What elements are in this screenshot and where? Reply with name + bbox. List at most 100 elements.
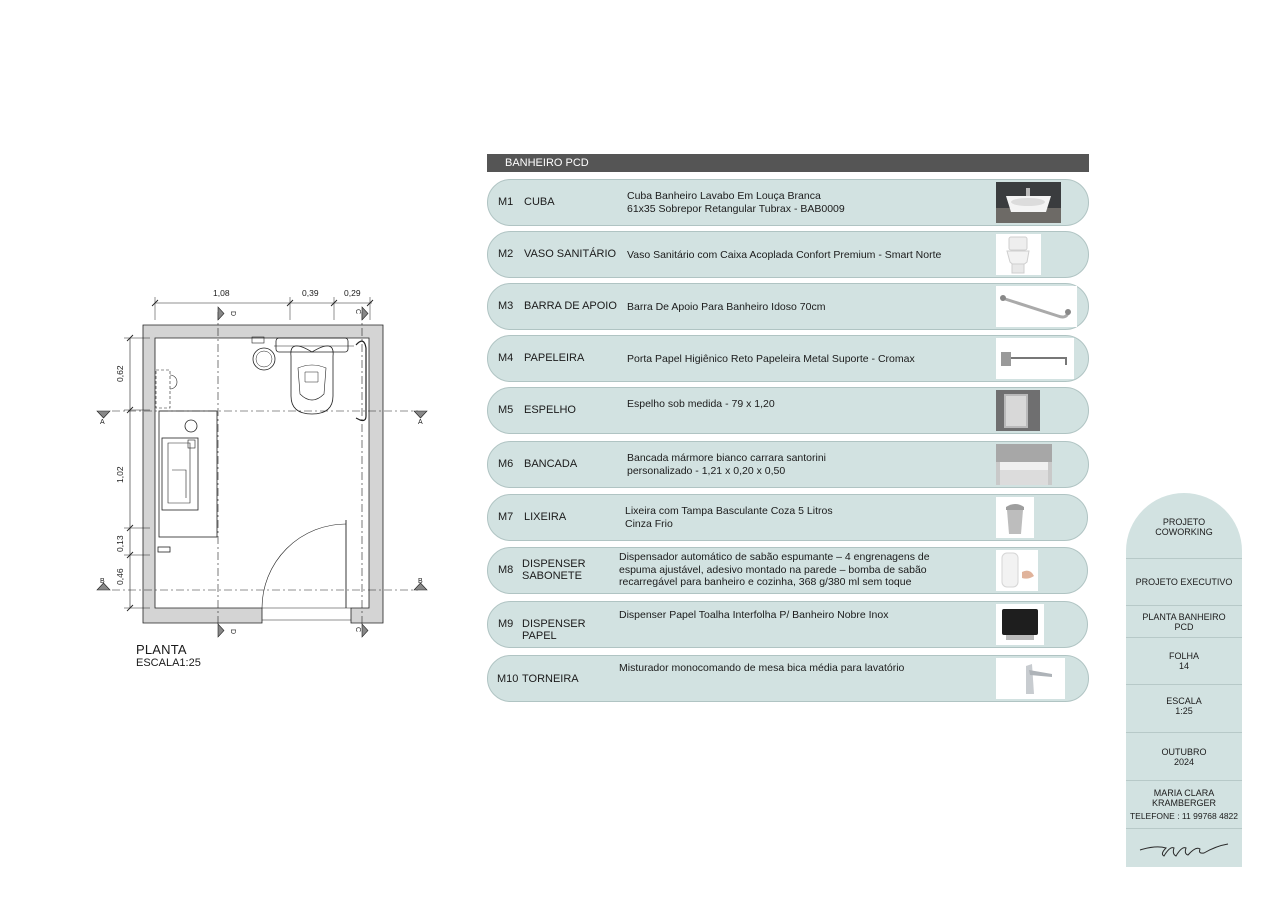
door-swing xyxy=(261,523,347,609)
sink-basin xyxy=(161,437,199,511)
dim-left-2: 1,02 xyxy=(115,466,125,483)
schedule-header: BANHEIRO PCD xyxy=(487,154,1089,172)
mirror-photo xyxy=(996,390,1040,431)
countertop-photo xyxy=(996,444,1052,485)
scale-value: 1:25 xyxy=(1175,706,1193,716)
item-desc-line: Espelho sob medida - 79 x 1,20 xyxy=(627,398,775,410)
item-desc-line: Lixeira com Tampa Basculante Coza 5 Litr… xyxy=(625,505,833,517)
item-desc-line: Vaso Sanitário com Caixa Acoplada Confor… xyxy=(627,249,942,261)
scale-label: ESCALA xyxy=(1166,696,1202,706)
paper-holder xyxy=(252,347,276,371)
toilet xyxy=(290,345,334,415)
project-name-line: PROJETO xyxy=(1162,517,1206,527)
item-desc-line: 61x35 Sobrepor Retangular Tubrax - BAB00… xyxy=(627,202,845,215)
schedule-row-m1: M1 CUBA Cuba Banheiro Lavabo Em Louça Br… xyxy=(487,179,1089,226)
sink-photo xyxy=(996,182,1061,223)
grab-bar xyxy=(355,340,367,422)
item-desc-line: personalizado - 1,21 x 0,20 x 0,50 xyxy=(627,464,786,477)
grab-bar-photo xyxy=(996,286,1077,327)
section-b-left: B xyxy=(100,578,105,585)
item-code: M6 xyxy=(498,458,514,470)
section-c-bottom: C xyxy=(354,627,361,632)
section-b-right: B xyxy=(418,578,423,585)
item-name: DISPENSER SABONETE xyxy=(522,558,586,582)
author-line: MARIA CLARA xyxy=(1153,788,1215,798)
item-code: M2 xyxy=(498,248,514,260)
item-desc-line: Cinza Frio xyxy=(625,517,673,530)
item-name: CUBA xyxy=(524,196,555,208)
schedule-row-m5: M5 ESPELHO Espelho sob medida - 79 x 1,2… xyxy=(487,387,1089,434)
item-desc-line: Dispensador automático de sabão espumant… xyxy=(619,551,930,563)
drawing-name-line: PCD xyxy=(1174,622,1194,632)
trash-bin xyxy=(184,419,198,433)
paper-holder-photo xyxy=(996,338,1074,379)
schedule-row-m2: M2 VASO SANITÁRIO Vaso Sanitário com Cai… xyxy=(487,231,1089,278)
item-name: DISPENSER PAPEL xyxy=(522,618,586,642)
schedule-row-m8: M8 DISPENSER SABONETE Dispensador automá… xyxy=(487,547,1088,594)
sheet-value: 14 xyxy=(1178,661,1189,671)
dim-left-3: 0,13 xyxy=(115,535,125,552)
date-month: OUTUBRO xyxy=(1161,747,1207,757)
section-d-top: D xyxy=(229,311,236,316)
schedule-row-m3: M3 BARRA DE APOIO Barra De Apoio Para Ba… xyxy=(487,283,1089,330)
schedule-row-m6: M6 BANCADA Bancada mármore bianco carrar… xyxy=(487,441,1089,488)
item-name: VASO SANITÁRIO xyxy=(524,248,617,260)
item-name: PAPELEIRA xyxy=(524,352,585,364)
project-name: PROJETO COWORKING xyxy=(1126,517,1242,537)
schedule-row-m10: M10 TORNEIRA Misturador monocomando de m… xyxy=(487,655,1089,702)
drawing-name: PLANTA BANHEIRO PCD xyxy=(1126,612,1242,632)
item-name-line: DISPENSER xyxy=(522,618,586,630)
item-desc-line: Misturador monocomando de mesa bica médi… xyxy=(619,662,905,674)
item-desc-line: espuma ajustável, adesivo montado na par… xyxy=(619,563,927,576)
toilet-photo xyxy=(996,234,1041,275)
drawing-scale: ESCALA 1:25 xyxy=(1126,696,1242,716)
item-desc-line: recarregável para banheiro e cozinha, 36… xyxy=(619,576,912,588)
item-code: M1 xyxy=(498,196,514,208)
section-d-bottom: D xyxy=(229,629,236,634)
dim-top-2: 0,39 xyxy=(302,288,319,298)
drawing-date: OUTUBRO 2024 xyxy=(1126,747,1242,767)
towel-dispenser-photo xyxy=(996,604,1044,645)
dim-top-3: 0,29 xyxy=(344,288,361,298)
author-phone: TELEFONE : 11 99768 4822 xyxy=(1129,811,1239,821)
item-desc-line: Barra De Apoio Para Banheiro Idoso 70cm xyxy=(627,301,826,313)
title-block: PROJETO COWORKING PROJETO EXECUTIVO PLAN… xyxy=(1126,493,1242,867)
item-code: M4 xyxy=(498,352,514,364)
date-year: 2024 xyxy=(1173,757,1195,767)
wall-shell xyxy=(142,324,384,624)
dim-left-4: 0,46 xyxy=(115,568,125,585)
dim-left-1: 0,62 xyxy=(115,365,125,382)
trash-bin-photo xyxy=(996,497,1034,538)
item-name: TORNEIRA xyxy=(522,673,579,685)
item-desc-line: Cuba Banheiro Lavabo Em Louça Branca xyxy=(627,190,821,202)
section-a-left: A xyxy=(100,419,105,426)
item-name: BARRA DE APOIO xyxy=(524,300,617,312)
item-name-line: DISPENSER xyxy=(522,558,586,570)
item-name: BANCADA xyxy=(524,458,578,470)
item-code: M9 xyxy=(498,618,514,630)
item-code: M7 xyxy=(498,511,514,523)
dim-top-1: 1,08 xyxy=(213,288,230,298)
item-name-line: SABONETE xyxy=(522,570,582,582)
section-c-top: C xyxy=(354,309,361,314)
soap-dispenser-photo xyxy=(996,550,1038,591)
item-name-line: PAPEL xyxy=(522,630,557,642)
faucet-photo xyxy=(996,658,1065,699)
project-phase: PROJETO EXECUTIVO xyxy=(1135,577,1233,587)
item-name: ESPELHO xyxy=(524,404,576,416)
schedule-row-m7: M7 LIXEIRA Lixeira com Tampa Basculante … xyxy=(487,494,1088,541)
item-desc-line: Dispenser Papel Toalha Interfolha P/ Ban… xyxy=(619,609,889,621)
author-line: KRAMBERGER xyxy=(1151,798,1216,808)
signature-icon xyxy=(1139,843,1229,857)
plan-title: PLANTA xyxy=(136,642,187,657)
item-desc-line: Bancada mármore bianco carrara santorini xyxy=(627,452,827,464)
item-code: M10 xyxy=(497,673,519,685)
section-a-right: A xyxy=(418,419,423,426)
project-name-line: COWORKING xyxy=(1155,527,1213,537)
drawing-name-line: PLANTA BANHEIRO xyxy=(1142,612,1226,622)
plan-scale: ESCALA1:25 xyxy=(136,657,201,669)
sheet-label: FOLHA xyxy=(1168,651,1199,661)
item-code: M8 xyxy=(498,564,514,576)
item-desc-line: Porta Papel Higiênico Reto Papeleira Met… xyxy=(627,353,915,365)
floor-plan-drawing: 1,08 0,39 0,29 0,62 1,02 0,13 0,46 A A B… xyxy=(96,288,428,638)
